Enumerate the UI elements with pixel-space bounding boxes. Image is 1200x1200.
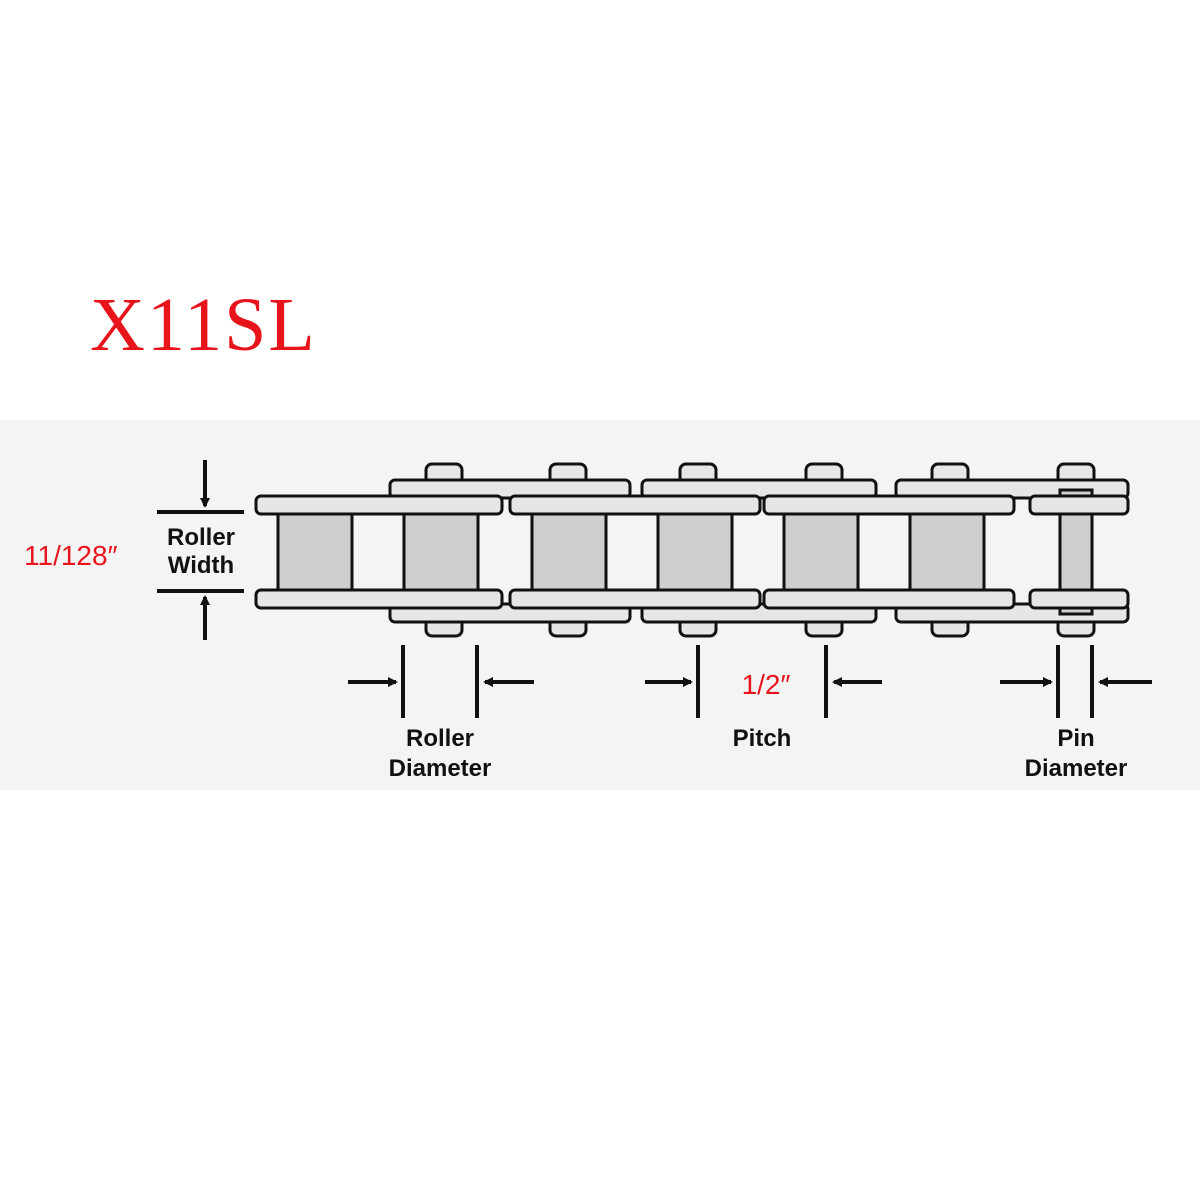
pitch-dimension [645, 645, 882, 718]
pitch-label: Pitch [733, 725, 792, 752]
roller-width-label-line1: Roller [167, 524, 235, 551]
inner-plates-top [254, 494, 1130, 516]
pin-diameter-label-line1: Pin [1057, 725, 1094, 752]
roller-width-value: 11/128″ [24, 540, 118, 571]
pin-diameter-dimension [1000, 645, 1152, 718]
outer-plates-top [388, 478, 1130, 500]
model-title: X11SL [90, 283, 317, 367]
pitch-value: 1/2″ [742, 669, 791, 700]
roller-diameter-label-line1: Roller [406, 725, 474, 752]
rollers [276, 510, 986, 594]
inner-plates-bottom [254, 588, 1130, 610]
roller-diameter-label-line2: Diameter [389, 755, 492, 782]
roller-width-dimension [157, 460, 244, 640]
roller-diameter-dimension [348, 645, 534, 718]
roller-width-label-line2: Width [168, 552, 234, 579]
pin-diameter-label-line2: Diameter [1025, 755, 1128, 782]
